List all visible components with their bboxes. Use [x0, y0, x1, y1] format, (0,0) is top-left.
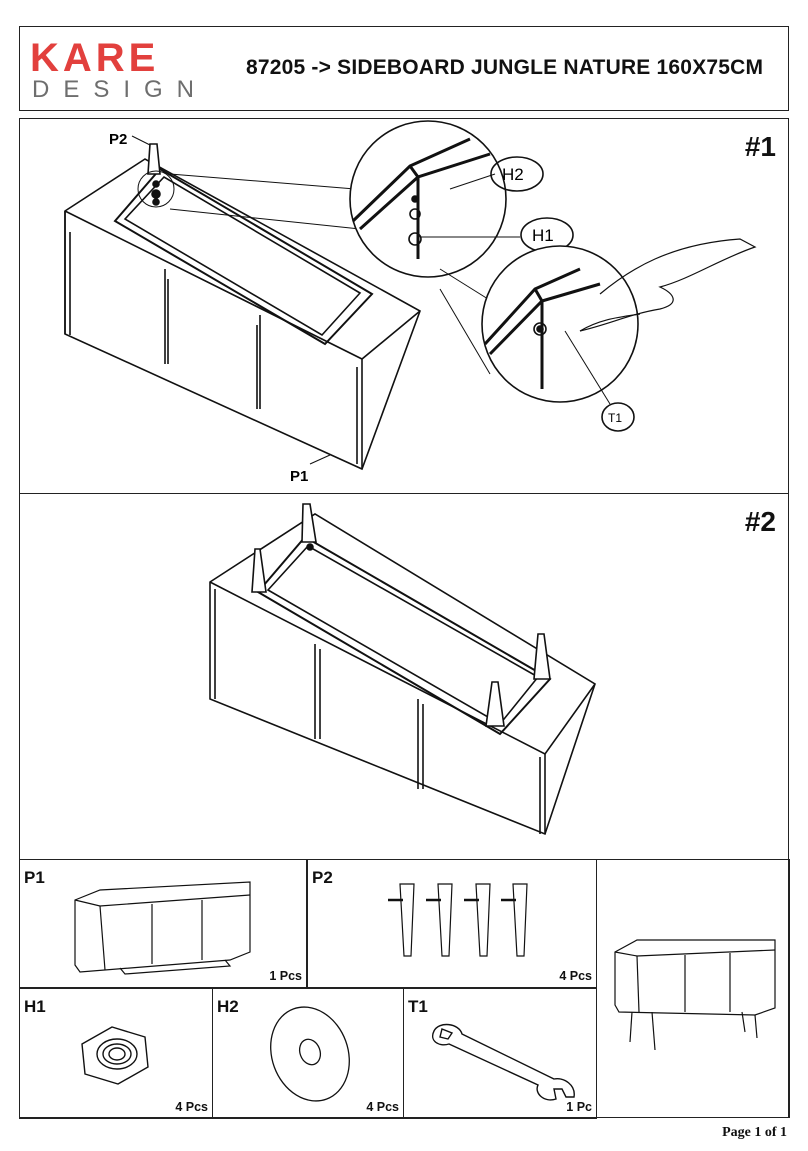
- part-qty: 1 Pcs: [269, 969, 302, 983]
- p2-legs-illustration: [388, 883, 528, 957]
- label-p2: P2: [109, 131, 127, 148]
- part-cell-p1: P1 1 Pcs: [19, 859, 307, 988]
- sideboard-product-illustration: [614, 939, 776, 1051]
- p1-cabinet-illustration: [74, 881, 251, 975]
- part-code: H2: [217, 997, 239, 1016]
- label-t1: T1: [608, 411, 622, 425]
- step-1-panel: #1: [19, 118, 789, 494]
- part-qty: 4 Pcs: [366, 1100, 399, 1114]
- label-h1: H1: [532, 226, 554, 245]
- h1-nut-illustration: [81, 1026, 149, 1085]
- part-cell-p2: P2 4 Pcs: [307, 859, 597, 988]
- product-preview-cell: [596, 859, 790, 1118]
- part-cell-t1: T1 1 Pc: [403, 988, 597, 1119]
- part-code: H1: [24, 997, 46, 1016]
- step-1-illustration: P2 P1 H2 H1 T1: [64, 120, 757, 485]
- part-code: T1: [408, 997, 428, 1016]
- header: KARE DESIGN 87205 -> SIDEBOARD JUNGLE NA…: [19, 26, 789, 111]
- part-cell-h1: H1 4 Pcs: [19, 988, 213, 1119]
- part-qty: 1 Pc: [566, 1100, 592, 1114]
- part-code: P1: [24, 868, 45, 887]
- logo-kare-text: KARE: [30, 36, 159, 80]
- page-number: Page 1 of 1: [722, 1125, 787, 1140]
- step-1-number: #1: [744, 131, 776, 162]
- part-qty: 4 Pcs: [175, 1100, 208, 1114]
- parts-table: P1 1 Pcs P2: [19, 859, 790, 1119]
- h2-washer-illustration: [270, 1006, 350, 1102]
- part-cell-h2: H2 4 Pcs: [212, 988, 404, 1119]
- step-2-illustration: [209, 503, 596, 836]
- kare-design-logo: KARE DESIGN: [28, 36, 218, 103]
- label-h2: H2: [502, 165, 524, 184]
- step-2-panel: #2: [19, 493, 789, 860]
- label-p1: P1: [290, 468, 308, 485]
- document-title: 87205 -> SIDEBOARD JUNGLE NATURE 160X75C…: [246, 56, 764, 79]
- step-2-number: #2: [744, 506, 776, 537]
- logo-design-text: DESIGN: [32, 76, 208, 103]
- t1-wrench-illustration: [432, 1023, 575, 1101]
- part-code: P2: [312, 868, 333, 887]
- part-qty: 4 Pcs: [559, 969, 592, 983]
